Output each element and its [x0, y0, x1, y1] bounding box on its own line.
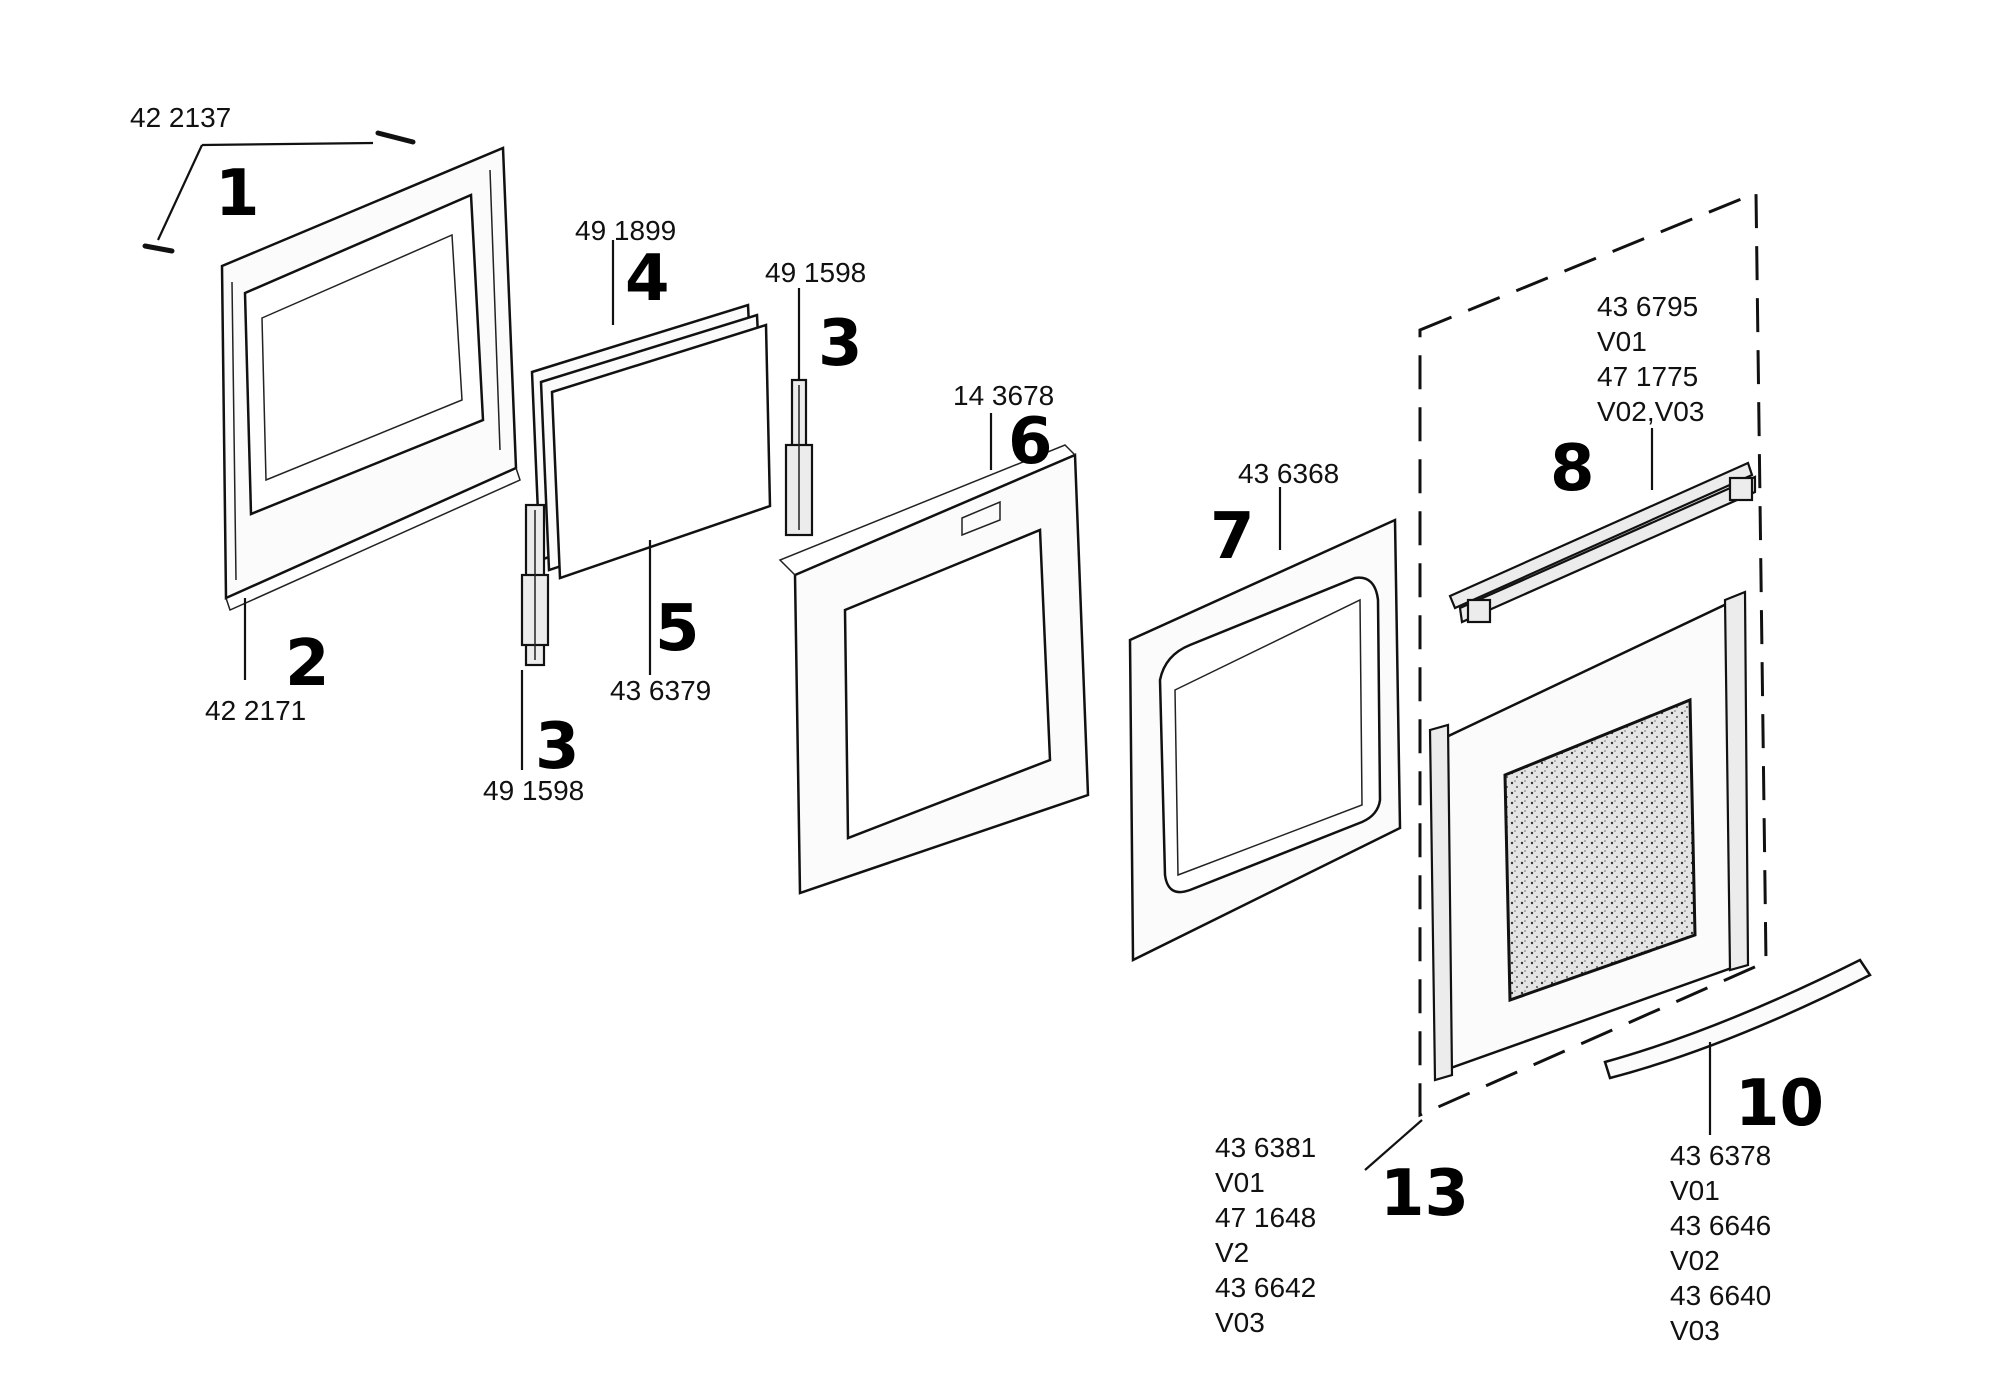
assembly-boundary-13: [1418, 190, 1768, 1118]
callout-6: 6 14 3678: [953, 380, 1054, 479]
part-number: 43 6379: [610, 675, 711, 706]
part-number: 47 1775: [1597, 361, 1698, 392]
part-13-outer-door-panel[interactable]: [1428, 590, 1750, 1082]
part-8-handle-trim[interactable]: [1448, 461, 1757, 624]
callout-number-8: 8: [1550, 432, 1595, 506]
callout-number-3: 3: [535, 710, 580, 784]
part-number: 47 1648: [1215, 1202, 1316, 1233]
callout-number-3: 3: [818, 307, 863, 381]
part-number: 49 1598: [765, 257, 866, 288]
callout-2: 2 42 2171: [205, 627, 330, 726]
callout-number-2: 2: [285, 627, 330, 701]
part-number: 42 2137: [130, 102, 231, 133]
part-number: 43 6642: [1215, 1272, 1316, 1303]
part-number: V01: [1670, 1175, 1720, 1206]
callout-10: 10 43 6378 V01 43 6646 V02 43 6640 V03: [1670, 1067, 1824, 1346]
callout-7: 7 43 6368: [1210, 458, 1339, 574]
callout-5: 5 43 6379: [610, 592, 711, 706]
part-number: 49 1899: [575, 215, 676, 246]
part-3-hinge-right[interactable]: [784, 378, 814, 537]
part-number: V01: [1597, 326, 1647, 357]
part-number: 43 6795: [1597, 291, 1698, 322]
part-4-5-glass-pack[interactable]: [530, 303, 772, 580]
callout-8: 8 43 6795 V01 47 1775 V02,V03: [1550, 291, 1704, 506]
callout-1: 1 42 2137: [130, 102, 260, 231]
part-number: V2: [1215, 1237, 1249, 1268]
part-1-screws[interactable]: [142, 130, 416, 254]
part-number: 43 6640: [1670, 1280, 1771, 1311]
callout-number-13: 13: [1380, 1157, 1469, 1231]
part-number: 14 3678: [953, 380, 1054, 411]
part-2-inner-door-frame[interactable]: [220, 146, 521, 612]
part-number: 43 6381: [1215, 1132, 1316, 1163]
part-number: 43 6368: [1238, 458, 1339, 489]
callout-number-6: 6: [1008, 405, 1053, 479]
part-number: V03: [1670, 1315, 1720, 1346]
part-7-door-liner[interactable]: [1128, 518, 1402, 963]
part-10-handle[interactable]: [1603, 958, 1872, 1080]
part-number: V02,V03: [1597, 396, 1704, 427]
callout-number-4: 4: [625, 242, 670, 316]
callout-number-10: 10: [1735, 1067, 1824, 1141]
part-number: 43 6378: [1670, 1140, 1771, 1171]
part-number: V02: [1670, 1245, 1720, 1276]
callout-number-1: 1: [215, 157, 260, 231]
part-number: 49 1598: [483, 775, 584, 806]
callout-number-7: 7: [1210, 500, 1255, 574]
callout-number-5: 5: [655, 592, 700, 666]
leader-lines: [157, 141, 1712, 1171]
part-3-hinge-left[interactable]: [520, 503, 550, 667]
part-number: 43 6646: [1670, 1210, 1771, 1241]
callout-3-upper: 3 49 1598: [765, 257, 866, 381]
part-number: 42 2171: [205, 695, 306, 726]
part-number: V03: [1215, 1307, 1265, 1338]
callout-13: 13 43 6381 V01 47 1648 V2 43 6642 V03: [1215, 1132, 1469, 1338]
part-number: V01: [1215, 1167, 1265, 1198]
callout-4: 4 49 1899: [575, 215, 676, 316]
part-6-insulation[interactable]: [778, 444, 1090, 895]
callout-3-lower: 3 49 1598: [483, 710, 584, 806]
